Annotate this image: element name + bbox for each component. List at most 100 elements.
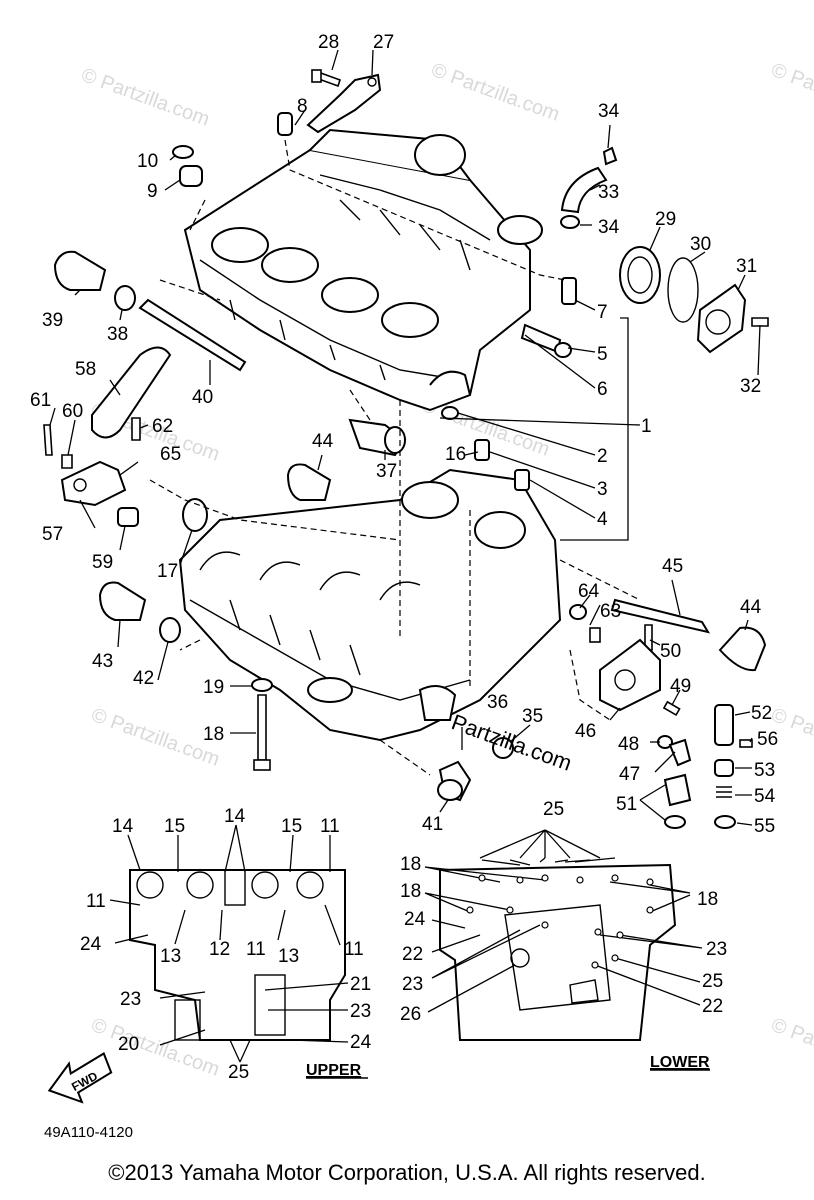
watermark: © Partzilla.com (768, 1014, 814, 1081)
callout-19: 19 (203, 677, 224, 698)
upper-callout-23-right: 23 (350, 1001, 371, 1022)
watermark: © Partzilla.com (428, 59, 562, 126)
small-parts (43, 69, 769, 829)
callout-50: 50 (660, 641, 681, 662)
diagram-canvas: © Partzilla.com © Partzilla.com © Partzi… (30, 32, 814, 1141)
callout-47: 47 (619, 764, 640, 785)
callout-44-right: 44 (740, 597, 762, 618)
lower-callout-24: 24 (404, 909, 426, 930)
callout-28: 28 (318, 32, 339, 53)
callout-55: 55 (754, 816, 775, 837)
callout-60: 60 (62, 401, 83, 422)
callout-33: 33 (598, 182, 619, 203)
callout-30: 30 (690, 234, 711, 255)
callout-44-left: 44 (312, 431, 334, 452)
upper-callout-20: 20 (118, 1034, 139, 1055)
callout-34-top: 34 (598, 101, 620, 122)
callout-42: 42 (133, 668, 154, 689)
callout-58: 58 (75, 359, 96, 380)
copyright-notice: ©2013 Yamaha Motor Corporation, U.S.A. A… (108, 1160, 706, 1185)
callout-46: 46 (575, 721, 596, 742)
callout-numbers: 1 2 3 4 5 6 7 8 9 10 16 17 18 19 27 28 2… (30, 32, 778, 837)
callout-6: 6 (597, 379, 608, 400)
upper-callout-11-top: 11 (320, 816, 340, 837)
callout-16: 16 (445, 444, 466, 465)
fwd-arrow: FWD (47, 1051, 113, 1104)
lower-callout-26: 26 (400, 1004, 421, 1025)
upper-callout-11-right: 11 (344, 939, 364, 960)
callout-57: 57 (42, 524, 63, 545)
callout-9: 9 (147, 181, 158, 202)
callout-51: 51 (616, 794, 637, 815)
callout-4: 4 (597, 509, 608, 530)
callout-5: 5 (597, 344, 608, 365)
lower-callout-23-left: 23 (402, 974, 423, 995)
callout-48: 48 (618, 734, 639, 755)
callout-49: 49 (670, 676, 691, 697)
callout-62: 62 (152, 416, 173, 437)
watermark: © Partzilla.com (78, 64, 212, 131)
callout-10: 10 (137, 151, 158, 172)
callout-37: 37 (376, 461, 397, 482)
callout-32: 32 (740, 376, 761, 397)
callout-18: 18 (203, 724, 224, 745)
upper-inset-view: 14 15 14 15 11 11 24 13 12 11 13 11 21 2… (80, 806, 372, 1083)
callout-45: 45 (662, 556, 683, 577)
callout-65: 65 (160, 444, 181, 465)
callout-61: 61 (30, 390, 51, 411)
callout-39: 39 (42, 310, 63, 331)
callout-64: 64 (578, 581, 600, 602)
upper-callout-23-left: 23 (120, 989, 141, 1010)
upper-callout-12: 12 (209, 939, 230, 960)
lower-callout-23-right: 23 (706, 939, 727, 960)
callout-27: 27 (373, 32, 394, 53)
assembly-lines (149, 139, 641, 776)
watermark: © Partzilla.com (768, 59, 814, 126)
lower-inset-view: 25 18 18 18 24 22 23 26 23 25 22 LOWER (400, 799, 727, 1071)
callout-56: 56 (757, 729, 778, 750)
lower-callout-18-upper-left: 18 (400, 854, 421, 875)
upper-callout-15-left: 15 (164, 816, 185, 837)
lower-callout-22-right: 22 (702, 996, 723, 1017)
callout-1: 1 (641, 416, 652, 437)
leader-lines (49, 49, 761, 826)
callout-52: 52 (751, 703, 772, 724)
upper-callout-15-right: 15 (281, 816, 302, 837)
lower-callout-18-lower-left: 18 (400, 881, 421, 902)
lower-callout-25-top: 25 (543, 799, 564, 820)
callout-2: 2 (597, 446, 608, 467)
upper-callout-11-left: 11 (86, 891, 106, 912)
callout-40: 40 (192, 387, 213, 408)
upper-view-label: UPPER (306, 1062, 362, 1079)
lower-callout-22-left: 22 (402, 944, 423, 965)
callout-59: 59 (92, 552, 113, 573)
upper-callout-14-left: 14 (112, 816, 134, 837)
upper-callout-24-right: 24 (350, 1032, 372, 1053)
callout-3: 3 (597, 479, 608, 500)
callout-63: 63 (600, 601, 621, 622)
lower-callout-18-right: 18 (697, 889, 718, 910)
callout-31: 31 (736, 256, 757, 277)
lower-crankcase (178, 468, 562, 742)
diagram-code: 49A110-4120 (44, 1124, 133, 1141)
callout-54: 54 (754, 786, 776, 807)
callout-36: 36 (487, 692, 508, 713)
callout-53: 53 (754, 760, 775, 781)
upper-callout-13-left: 13 (160, 946, 181, 967)
callout-7: 7 (597, 302, 608, 323)
lower-view-label: LOWER (650, 1054, 710, 1071)
upper-callout-14-center: 14 (224, 806, 246, 827)
lower-callout-25-right: 25 (702, 971, 723, 992)
center-watermark: Partzilla.com (448, 709, 575, 776)
upper-callout-11-center: 11 (246, 939, 266, 960)
callout-35: 35 (522, 706, 543, 727)
callout-34-bottom: 34 (598, 217, 620, 238)
upper-callout-13-right: 13 (278, 946, 299, 967)
upper-callout-24-left: 24 (80, 934, 102, 955)
callout-17: 17 (157, 561, 178, 582)
callout-29: 29 (655, 209, 676, 230)
callout-38: 38 (107, 324, 128, 345)
upper-callout-21: 21 (350, 974, 371, 995)
callout-8: 8 (297, 96, 308, 117)
